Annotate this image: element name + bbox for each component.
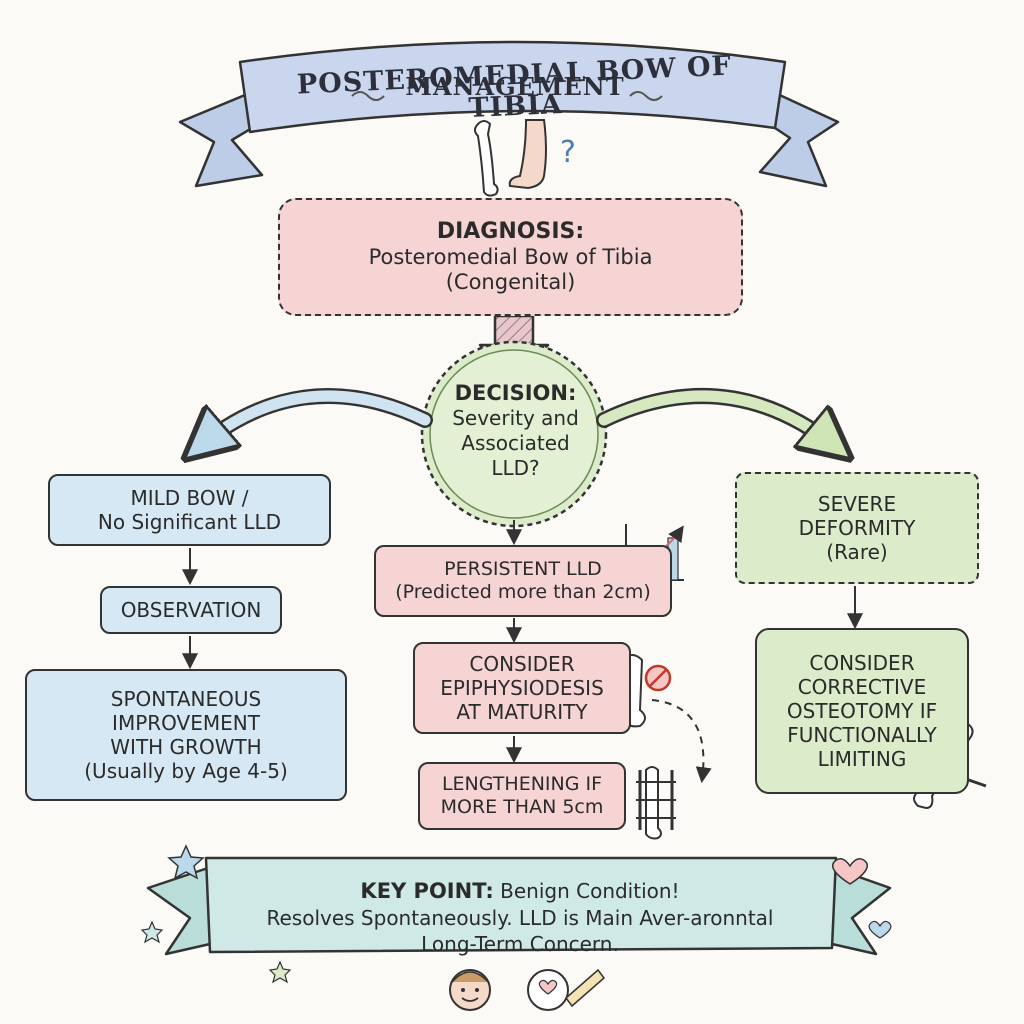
mild-line2: No Significant LLD [97, 510, 282, 534]
outcome-line1: SPONTANEOUS [110, 687, 262, 711]
lengthening-box: LENGTHENING IF MORE THAN 5cm [418, 762, 626, 830]
lengthening-line2: MORE THAN 5cm [440, 796, 604, 818]
decision-heading: DECISION: [454, 381, 577, 405]
corrective-line1: CONSIDER [809, 651, 915, 675]
spontaneous-improvement-box: SPONTANEOUS IMPROVEMENT WITH GROWTH (Usu… [25, 669, 347, 801]
question-mark-icon: ? [560, 135, 576, 170]
diagnosis-heading: DIAGNOSIS: [436, 218, 585, 244]
tibia-bone-icon [474, 120, 499, 197]
corrective-osteotomy-box: CONSIDER CORRECTIVE OSTEOTOMY IF FUNCTIO… [755, 628, 969, 794]
child-face-icon [449, 969, 491, 1011]
keypoint-line2: Resolves Spontaneously. LLD is Main Aver… [266, 906, 774, 931]
decision-text: DECISION: Severity and Associated LLD? [428, 380, 603, 481]
decision-line1: Severity and [452, 406, 579, 431]
keypoint-text: KEY POINT: Benign Condition! Resolves Sp… [210, 878, 830, 957]
decision-line3: LLD? [491, 456, 540, 481]
heart-icon-small [868, 920, 892, 939]
corrective-line3: OSTEOTOMY IF [786, 699, 938, 723]
external-fixator-icon [636, 766, 676, 840]
keypoint-first-line: KEY POINT: Benign Condition! [210, 878, 830, 905]
star-icon-bottom [268, 960, 292, 984]
star-icon [167, 844, 205, 880]
dashed-arrow-to-fixator [651, 699, 712, 784]
corrective-line4: FUNCTIONALLY [787, 723, 937, 747]
title-line2: MANAGEMENT [405, 72, 625, 101]
mild-bow-box: MILD BOW / No Significant LLD [48, 474, 331, 546]
severe-line2: DEFORMITY [798, 516, 916, 540]
outcome-line3: WITH GROWTH [110, 735, 262, 759]
persistent-line2: (Predicted more than 2cm) [395, 581, 651, 603]
epiphysiodesis-line1: CONSIDER [469, 652, 575, 676]
heart-icon [832, 858, 868, 885]
epiphysiodesis-box: CONSIDER EPIPHYSIODESIS AT MATURITY [413, 642, 631, 734]
outcome-line4: (Usually by Age 4-5) [84, 759, 288, 783]
diagnosis-line2: (Congenital) [445, 270, 576, 295]
mild-line1: MILD BOW / [130, 486, 249, 510]
epiphysiodesis-line3: AT MATURITY [456, 700, 588, 724]
decision-badge [420, 340, 608, 528]
lengthening-line1: LENGTHENING IF [441, 773, 603, 796]
title-ribbon [178, 40, 840, 188]
keypoint-ribbon [146, 856, 892, 956]
observation-label: OBSERVATION [120, 598, 262, 622]
corrective-line5: LIMITING [817, 747, 907, 771]
diagnosis-box: DIAGNOSIS: Posteromedial Bow of Tibia (C… [278, 198, 743, 316]
severe-line1: SEVERE [817, 492, 897, 516]
star-icon-small [140, 920, 164, 944]
epiphysiodesis-line2: EPIPHYSIODESIS [440, 676, 604, 700]
tape-measure-icon [527, 968, 606, 1011]
keypoint-line3: Long-Term Concern. [421, 932, 619, 957]
leg-foot-icon [508, 119, 547, 190]
persistent-line1: PERSISTENT LLD [444, 558, 602, 581]
severe-line3: (Rare) [826, 540, 888, 564]
corrective-line2: CORRECTIVE [797, 675, 927, 699]
diagnosis-line1: Posteromedial Bow of Tibia [368, 245, 653, 269]
persistent-lld-box: PERSISTENT LLD (Predicted more than 2cm) [374, 545, 672, 617]
severe-deformity-box: SEVERE DEFORMITY (Rare) [735, 472, 979, 584]
outcome-line2: IMPROVEMENT [112, 711, 260, 735]
keypoint-line1: Benign Condition! [500, 879, 680, 903]
keypoint-label: KEY POINT: [360, 879, 494, 903]
stop-sign-icon [644, 664, 672, 692]
decision-line2: Associated [461, 431, 570, 456]
observation-box: OBSERVATION [100, 586, 282, 634]
